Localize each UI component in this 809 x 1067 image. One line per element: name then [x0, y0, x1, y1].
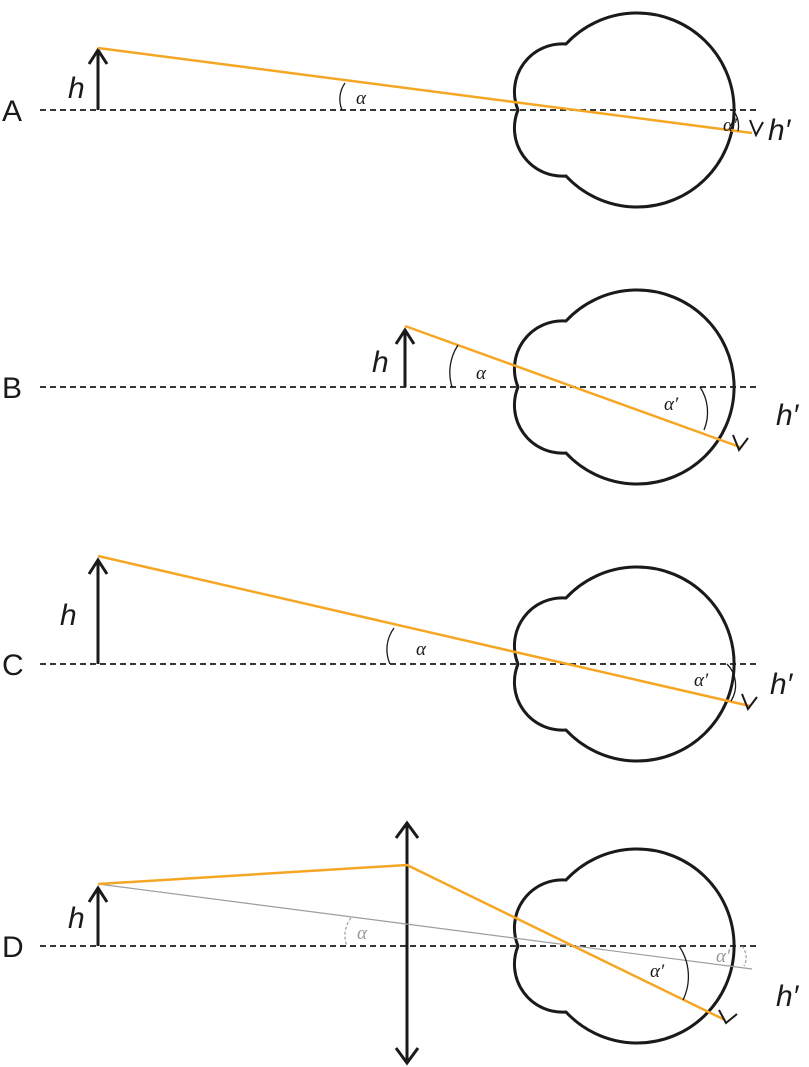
panel-label-b: B	[2, 372, 22, 405]
panel-b: B h α α′ h′	[2, 288, 800, 486]
panel-a: A h α α′ h′	[2, 11, 792, 209]
angle-alpha-prime-d: α′	[650, 961, 665, 982]
unaided-ray-d	[97, 883, 753, 970]
ray-c	[97, 554, 751, 708]
object-arrowhead-c	[87, 557, 109, 575]
image-height-label-a: h′	[768, 114, 792, 147]
panel-label-c: C	[2, 649, 24, 682]
angle-arc-alpha-c	[386, 627, 395, 665]
panel-c: C h α α′ h′	[2, 554, 794, 763]
angle-alpha-d: α	[357, 923, 368, 944]
object-height-label-d: h	[68, 902, 85, 935]
image-height-label-b: h′	[776, 399, 800, 432]
object-arrowhead-a	[87, 47, 109, 65]
angle-alpha-c: α	[416, 639, 427, 660]
angle-alpha-a: α	[356, 88, 367, 109]
panel-d: D h α α′ α′ h′	[2, 820, 800, 1066]
image-arrowhead-d	[718, 1009, 738, 1025]
angle-arc-alpha-prime-a	[732, 109, 740, 132]
image-arrowhead-a	[749, 119, 764, 138]
angle-alpha-b: α	[476, 363, 487, 384]
object-height-label-c: h	[60, 599, 77, 632]
angle-alpha-prime-a: α′	[723, 115, 738, 136]
panel-label-d: D	[2, 931, 24, 964]
object-arrowhead-b	[394, 327, 416, 345]
ray-b	[404, 324, 741, 449]
magnified-ray-d	[97, 863, 726, 1022]
angle-alpha-prime-b: α′	[664, 394, 679, 415]
object-height-label-b: h	[372, 346, 389, 379]
panel-label-a: A	[2, 95, 22, 128]
faint-angle-arc-alpha-prime-d	[741, 945, 747, 967]
object-arrowhead-d	[87, 885, 109, 903]
angle-arc-alpha-prime-b	[699, 386, 709, 431]
image-height-label-d: h′	[776, 980, 800, 1013]
faint-angle-alpha-prime-d: α′	[716, 946, 731, 967]
lens-arrowhead-bottom	[394, 1047, 420, 1066]
angle-alpha-prime-c: α′	[694, 670, 709, 691]
image-arrowhead-c	[741, 693, 758, 712]
image-height-label-c: h′	[770, 668, 794, 701]
angle-arc-alpha-prime-c	[726, 663, 737, 702]
angle-arc-alpha-d	[344, 917, 352, 947]
angle-arc-alpha-prime-d	[678, 945, 690, 1001]
image-arrowhead-b	[732, 434, 749, 453]
lens-arrowhead-top	[394, 820, 420, 839]
object-height-label-a: h	[68, 72, 85, 105]
angle-arc-alpha-a	[339, 82, 346, 111]
ray-a	[97, 46, 753, 135]
angle-arc-alpha-b	[449, 344, 459, 388]
